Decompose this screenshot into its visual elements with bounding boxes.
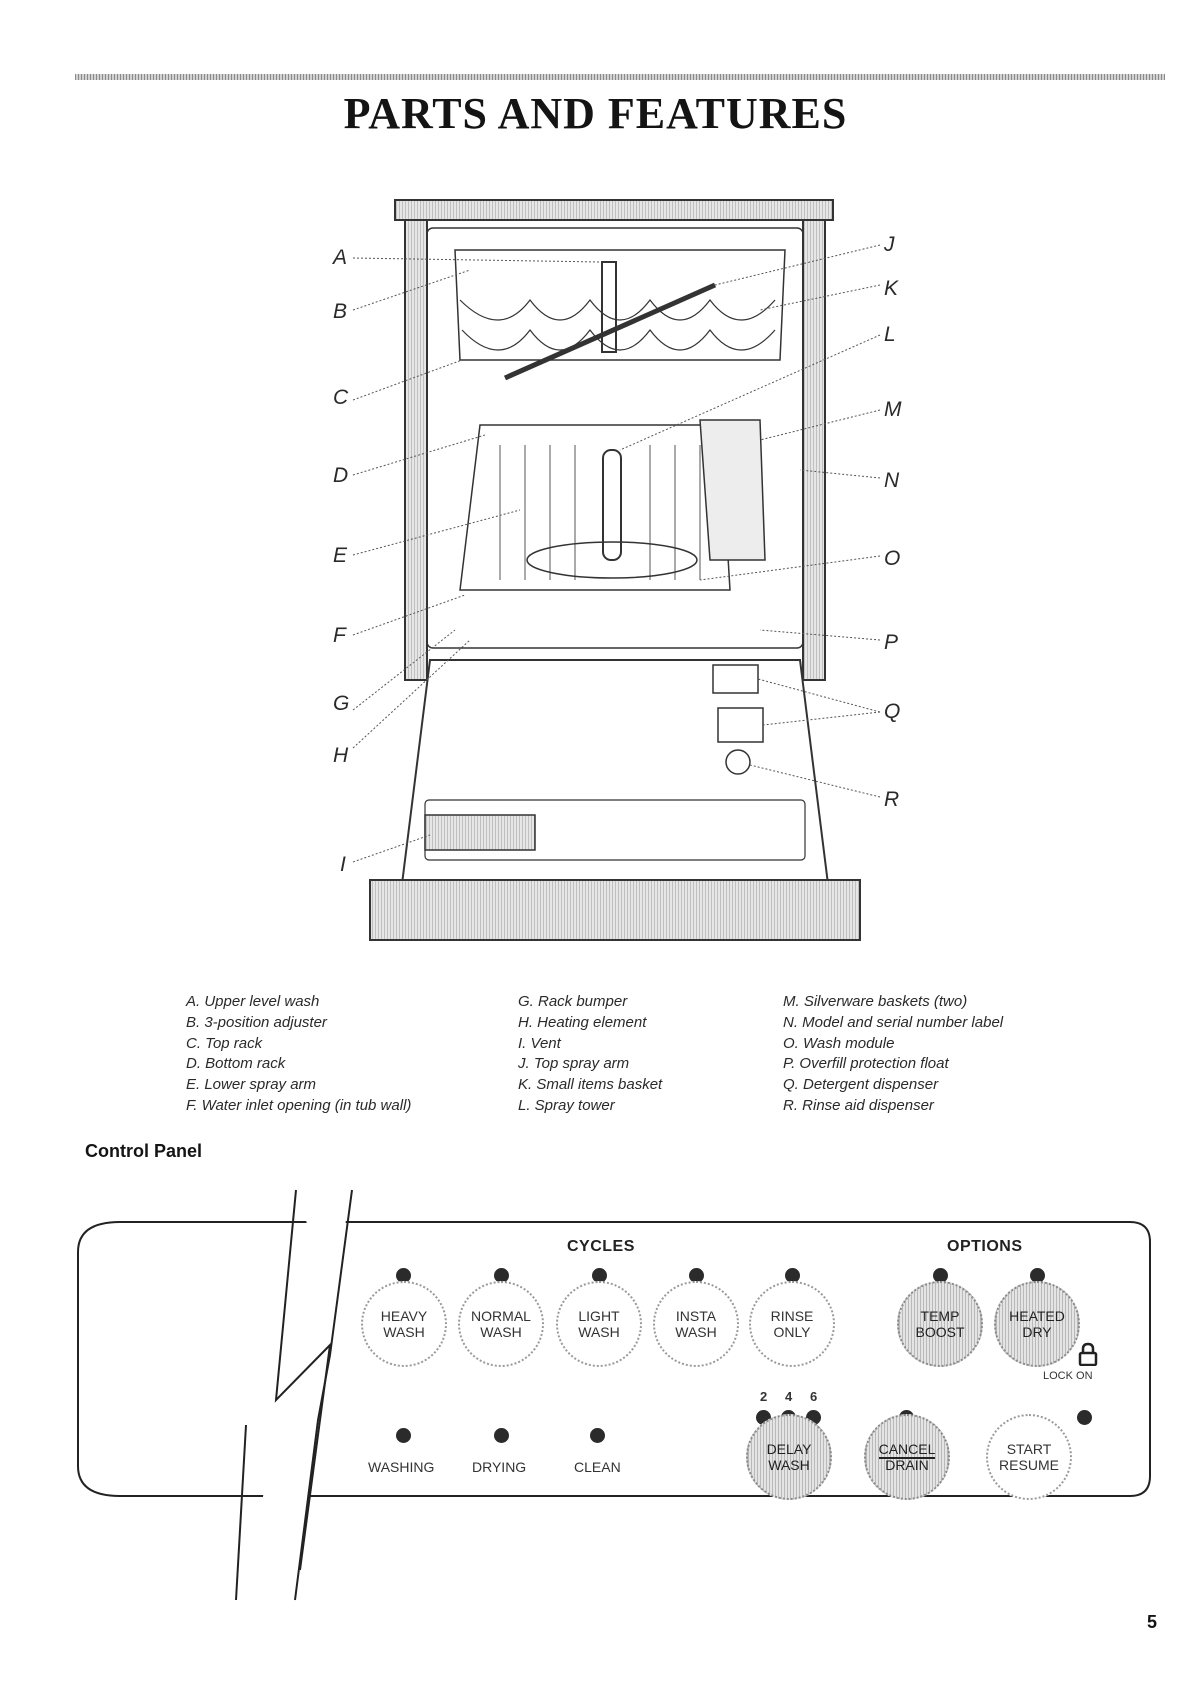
cycle-indicator-led [396, 1268, 411, 1283]
callout-k: K [884, 277, 899, 300]
cycle-indicator-led [494, 1268, 509, 1283]
callout-d: D [333, 464, 349, 487]
callout-a: A [333, 246, 348, 269]
legend-item: N. Model and serial number label [783, 1013, 1004, 1031]
callout-j: J [884, 233, 895, 256]
dishwasher-diagram [352, 199, 881, 941]
cycle-indicator-led [592, 1268, 607, 1283]
button-label: HEATED [1009, 1308, 1065, 1324]
options-header: OPTIONS [947, 1238, 1023, 1255]
legend-column-2: G. Rack bumper H. Heating element I. Ven… [518, 992, 662, 1117]
button-label: RINSE [770, 1308, 814, 1324]
button-label: BOOST [915, 1324, 965, 1340]
legend-item: B. 3-position adjuster [186, 1013, 327, 1031]
clean-status-led [590, 1428, 605, 1443]
button-label: DRY [1022, 1324, 1052, 1340]
callout-g: G [333, 692, 350, 715]
washing-status-led [396, 1428, 411, 1443]
callout-l: L [884, 323, 896, 346]
drying-status-label: DRYING [472, 1459, 527, 1475]
callout-n: N [884, 469, 900, 492]
legend-item: K. Small items basket [518, 1076, 663, 1094]
legend-item: R. Rinse aid dispenser [783, 1096, 934, 1114]
top-rule [75, 74, 1165, 80]
button-label: WASH [768, 1457, 810, 1473]
button-label: WASH [480, 1324, 522, 1340]
button-label: NORMAL [471, 1308, 531, 1324]
callout-m: M [884, 398, 902, 421]
callout-i: I [340, 853, 346, 876]
callout-e: E [333, 544, 348, 567]
legend-item: E. Lower spray arm [186, 1076, 317, 1094]
legend-item: M. Silverware baskets (two) [783, 993, 968, 1010]
page-number: 5 [1146, 1612, 1157, 1632]
button-label: INSTA [675, 1308, 717, 1324]
legend-column-1: A. Upper level wash B. 3-position adjust… [186, 992, 411, 1117]
legend-item: L. Spray tower [518, 1096, 615, 1114]
option-indicator-led [1030, 1268, 1045, 1283]
dishwasher-body [369, 199, 861, 941]
legend-item: I. Vent [518, 1034, 561, 1052]
button-label: START [1006, 1441, 1052, 1457]
button-label: LIGHT [578, 1308, 620, 1324]
cycles-header: CYCLES [567, 1238, 635, 1255]
legend-item: D. Bottom rack [186, 1055, 286, 1073]
callout-b: B [333, 300, 348, 323]
callout-f: F [333, 624, 346, 647]
legend-item: H. Heating element [518, 1013, 647, 1031]
legend-item: C. Top rack [186, 1034, 263, 1052]
button-label: CANCEL [878, 1441, 936, 1459]
callout-o: O [884, 547, 901, 570]
cycle-indicator-led [785, 1268, 800, 1283]
control-panel-title: Control Panel [85, 1141, 203, 1161]
legend-item: G. Rack bumper [518, 993, 628, 1010]
button-label: DELAY [766, 1441, 812, 1457]
option-indicator-led [933, 1268, 948, 1283]
start-indicator-led [1077, 1410, 1092, 1425]
callout-c: C [333, 386, 349, 409]
page-title: PARTS AND FEATURES [343, 89, 848, 138]
lock-on-label: LOCK ON [1043, 1370, 1093, 1382]
legend-item: A. Upper level wash [186, 993, 320, 1010]
button-label: WASH [675, 1324, 717, 1340]
cycle-indicator-led [689, 1268, 704, 1283]
clean-status-label: CLEAN [574, 1459, 621, 1475]
legend-item: F. Water inlet opening (in tub wall) [186, 1096, 412, 1114]
button-label: HEAVY [380, 1308, 428, 1324]
delay-hour-label: 2 [760, 1389, 768, 1404]
drying-status-led [494, 1428, 509, 1443]
callout-q: Q [884, 700, 901, 723]
delay-hour-label: 6 [810, 1389, 818, 1404]
callout-r: R [884, 788, 900, 811]
callout-p: P [884, 631, 899, 654]
lock-icon [1078, 1342, 1098, 1366]
callout-h: H [333, 744, 349, 767]
button-label: ONLY [773, 1324, 811, 1340]
button-label: DRAIN [885, 1457, 929, 1473]
button-label: WASH [578, 1324, 620, 1340]
button-label: WASH [383, 1324, 425, 1340]
legend-item: J. Top spray arm [518, 1055, 630, 1073]
legend-item: O. Wash module [783, 1034, 895, 1052]
delay-hour-label: 4 [785, 1389, 793, 1404]
legend-item: P. Overfill protection float [783, 1055, 949, 1073]
legend-column-3: M. Silverware baskets (two) N. Model and… [783, 992, 1003, 1117]
washing-status-label: WASHING [368, 1459, 435, 1475]
button-label: TEMP [920, 1308, 960, 1324]
legend-item: Q. Detergent dispenser [783, 1076, 939, 1094]
button-label: RESUME [999, 1457, 1059, 1473]
